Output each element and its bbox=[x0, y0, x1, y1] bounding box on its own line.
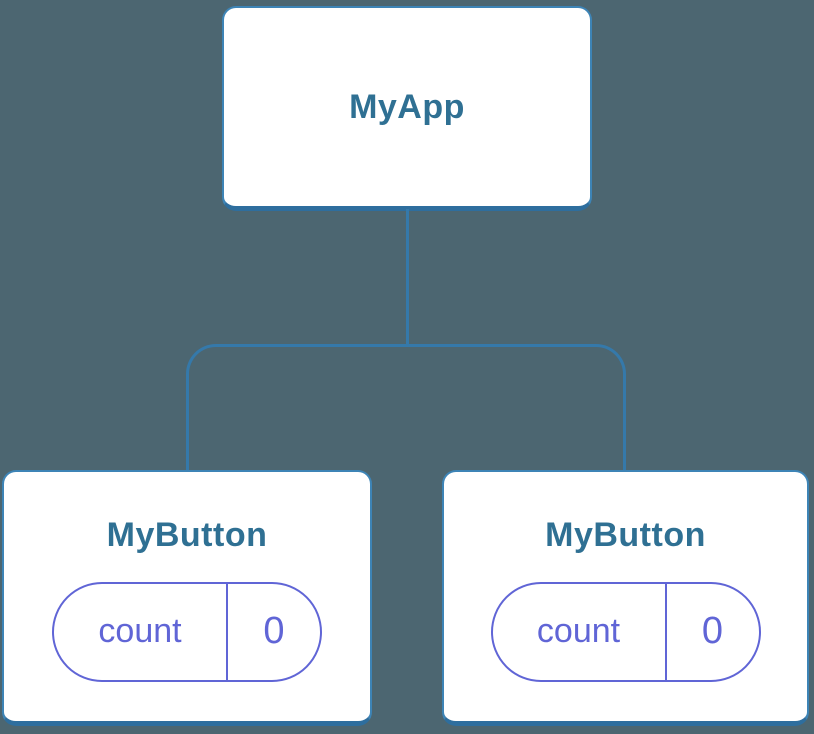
node-label: MyApp bbox=[349, 88, 465, 126]
node-label: MyButton bbox=[545, 515, 706, 554]
state-pill: count 0 bbox=[490, 581, 761, 682]
tree-node-root: MyApp bbox=[222, 6, 592, 211]
state-key: count bbox=[54, 583, 228, 680]
state-pill: count 0 bbox=[52, 581, 322, 682]
state-value: 0 bbox=[701, 610, 724, 652]
tree-node-child-1: MyButton count 0 bbox=[2, 470, 372, 726]
connector-branch bbox=[185, 344, 626, 470]
connector-stem bbox=[405, 209, 409, 347]
state-key: count bbox=[493, 583, 667, 680]
node-label: MyButton bbox=[106, 515, 268, 554]
state-value: 0 bbox=[263, 610, 285, 652]
tree-node-child-2: MyButton count 0 bbox=[442, 470, 809, 726]
